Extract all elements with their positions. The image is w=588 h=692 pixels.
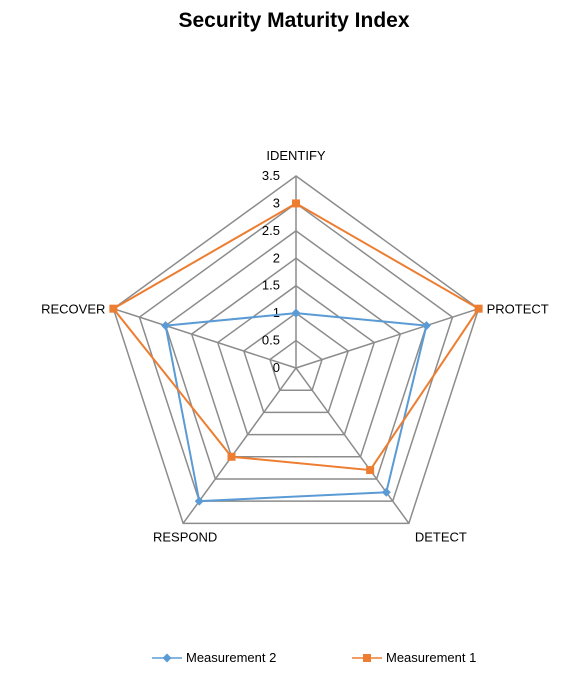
- grid-ring: [112, 175, 480, 525]
- data-point: [109, 304, 118, 313]
- data-point: [381, 487, 391, 497]
- tick-label: 3.5: [262, 168, 280, 183]
- axis-label: IDENTIFY: [266, 148, 326, 163]
- axis-label: PROTECT: [487, 302, 549, 317]
- data-point: [474, 304, 483, 313]
- series-measurement-1: [109, 199, 483, 475]
- axis-label: RESPOND: [153, 529, 217, 544]
- tick-label: 1: [273, 305, 280, 320]
- data-point: [227, 452, 236, 461]
- data-point: [421, 321, 431, 331]
- tick-label: 3: [273, 195, 280, 210]
- series-measurement-2: [161, 308, 431, 506]
- axis-spoke: [295, 367, 410, 524]
- legend-item-measurement-1[interactable]: Measurement 1: [352, 650, 476, 665]
- legend-label: Measurement 1: [386, 650, 477, 665]
- grid-ring: [242, 312, 350, 414]
- legend: Measurement 2 Measurement 1: [0, 650, 588, 672]
- series-line: [111, 202, 481, 472]
- data-point: [194, 496, 204, 506]
- grid-ring: [164, 229, 428, 480]
- grid-ring: [269, 339, 323, 391]
- legend-item-measurement-2[interactable]: Measurement 2: [152, 650, 276, 665]
- tick-label: 2.5: [262, 223, 280, 238]
- chart-title: Security Maturity Index: [178, 9, 410, 32]
- axis-spoke: [295, 307, 479, 369]
- tick-label: 0: [273, 360, 280, 375]
- radar-spokes: [113, 176, 479, 524]
- radar-series: [109, 199, 483, 506]
- tick-label: 2: [273, 250, 280, 265]
- legend-marker-square-icon: [352, 653, 382, 662]
- axis-spoke: [182, 367, 297, 524]
- grid-ring: [138, 202, 454, 502]
- legend-label: Measurement 2: [186, 650, 277, 665]
- tick-label: 0.5: [262, 333, 280, 348]
- radar-axis-labels: IDENTIFY PROTECT DETECT RESPOND RECOVER: [41, 148, 549, 544]
- radar-tick-labels: 0 0.5 1 1.5 2 2.5 3 3.5: [262, 168, 280, 375]
- legend-marker-diamond-icon: [152, 653, 182, 662]
- axis-spoke: [113, 307, 297, 369]
- grid-ring: [216, 284, 376, 436]
- axis-label: RECOVER: [41, 302, 105, 317]
- data-point: [161, 321, 171, 331]
- tick-label: 1.5: [262, 278, 280, 293]
- data-point: [291, 308, 301, 318]
- data-point: [366, 466, 375, 475]
- axis-label: DETECT: [415, 529, 467, 544]
- data-point: [292, 199, 300, 208]
- series-line: [164, 312, 428, 503]
